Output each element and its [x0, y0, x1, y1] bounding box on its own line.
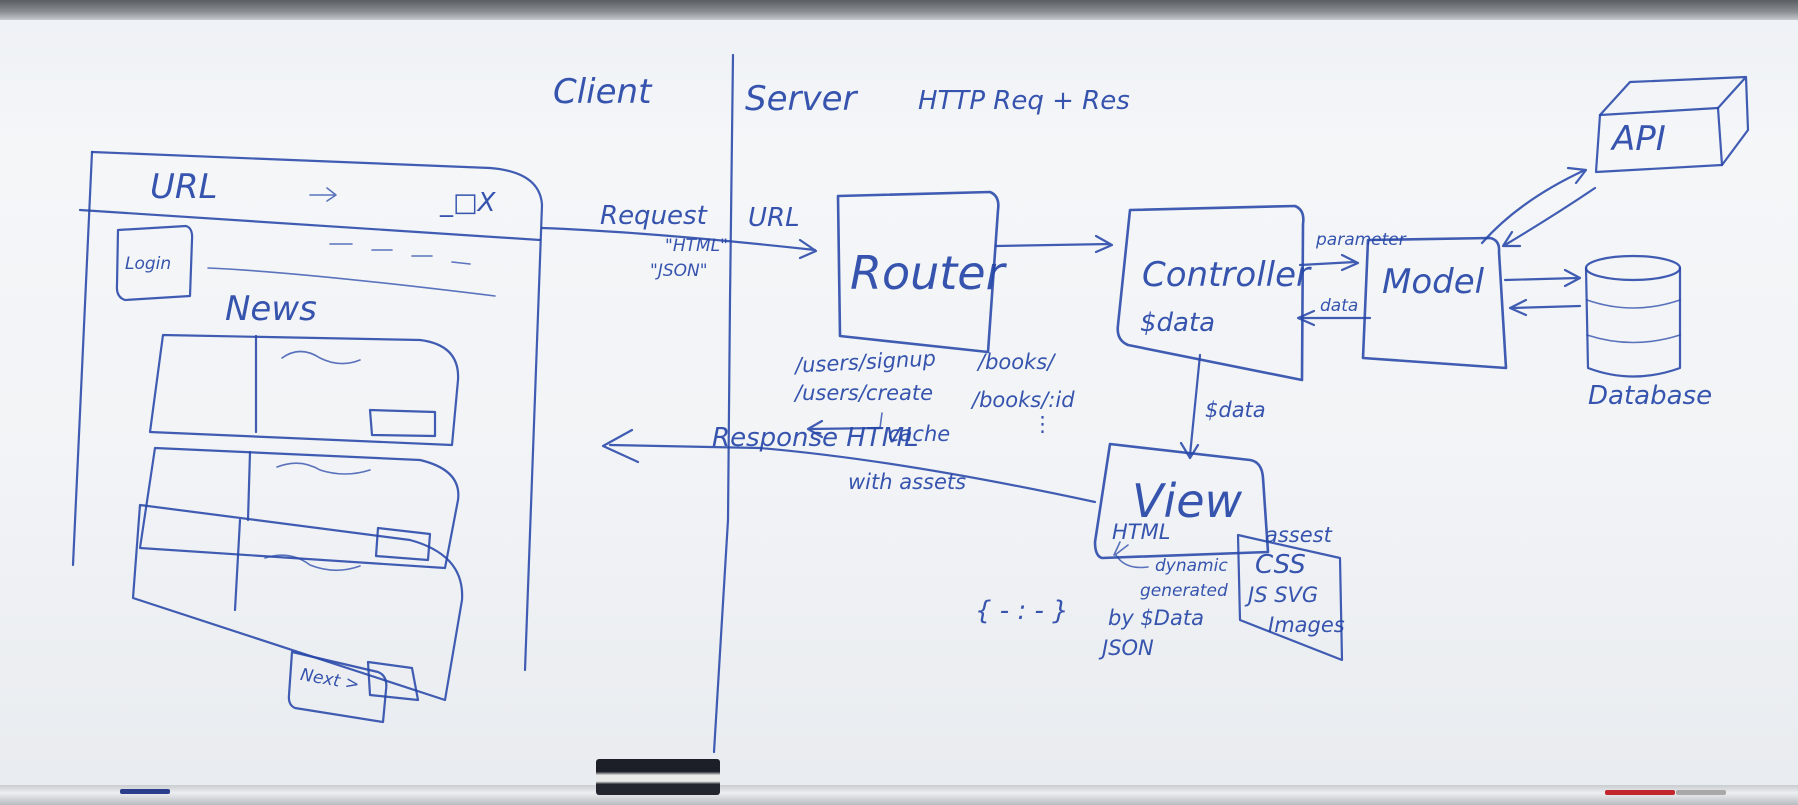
- database-label: Database: [1588, 381, 1713, 411]
- news-card-3: [131, 503, 464, 702]
- client-label: Client: [553, 72, 652, 112]
- nav-line: [207, 267, 496, 297]
- api-box-depth: [1598, 75, 1750, 167]
- controller-data-var: $data: [1140, 308, 1216, 338]
- response-arrow: [601, 428, 1097, 504]
- data-label: data: [1320, 296, 1359, 316]
- news-card-1-button: [368, 408, 437, 438]
- response-note: with assets: [848, 470, 967, 494]
- news-card-1: [148, 333, 460, 447]
- news-card-3-button: [366, 660, 420, 702]
- news-card-3-text: [264, 554, 361, 572]
- view-label: View: [1132, 474, 1243, 528]
- controller-label: Controller: [1142, 255, 1310, 295]
- request-format-json: "JSON": [650, 261, 708, 281]
- asset-css: CSS: [1255, 550, 1306, 580]
- grey-marker[interactable]: [1676, 790, 1726, 795]
- controller-box: [1116, 204, 1305, 382]
- assets-label: assest: [1265, 523, 1332, 547]
- browser-url-label: URL: [150, 167, 218, 207]
- cache-label: cache: [888, 422, 951, 446]
- database-ring-2: [1586, 334, 1681, 344]
- parameter-label: parameter: [1316, 230, 1406, 250]
- header-dash-line: [329, 243, 471, 265]
- api-label: API: [1612, 119, 1666, 159]
- asset-js-svg: JS SVG: [1248, 583, 1319, 607]
- assets-box: [1236, 533, 1344, 662]
- route-books-id: /books/:id: [972, 388, 1075, 412]
- view-box: [1093, 442, 1270, 560]
- controller-to-model-arrow: [1298, 253, 1360, 272]
- request-format-html: "HTML": [665, 236, 728, 256]
- view-json-note: JSON: [1102, 636, 1154, 660]
- server-label: Server: [745, 79, 857, 119]
- cache-arrow: [806, 419, 882, 439]
- database-body: [1584, 266, 1682, 378]
- view-html-label: HTML: [1112, 520, 1171, 544]
- routes-ellipsis: ⋮: [1032, 412, 1053, 436]
- controller-to-view-arrow: [1179, 353, 1202, 460]
- route-books: /books/: [978, 350, 1055, 374]
- model-box: [1361, 236, 1508, 370]
- model-to-controller-arrow: [1296, 309, 1372, 327]
- database-top: [1584, 254, 1682, 282]
- router-label: Router: [850, 246, 1005, 300]
- route-users-create: /users/create: [795, 381, 934, 405]
- http-req-res-label: HTTP Req + Res: [918, 86, 1130, 116]
- response-label: Response HTML: [712, 423, 919, 453]
- news-card-2-divider: [246, 450, 252, 522]
- login-button-box: [115, 224, 194, 302]
- model-to-api-arrow: [1480, 166, 1588, 245]
- browser-url-bar-divider: [78, 208, 542, 242]
- request-label: Request: [600, 201, 707, 231]
- red-marker[interactable]: [1605, 790, 1675, 795]
- cache-line: [879, 412, 883, 429]
- model-to-db-arrow: [1503, 268, 1582, 288]
- news-card-2-text: [276, 462, 371, 475]
- controller-to-view-data-label: $data: [1205, 398, 1266, 422]
- news-card-2-button: [374, 526, 432, 562]
- router-to-controller-arrow: [994, 234, 1114, 254]
- browser-left-edge: [71, 150, 94, 567]
- view-dynamic-note-2: generated: [1140, 581, 1228, 601]
- request-url-label: URL: [748, 203, 800, 233]
- client-server-divider: [712, 53, 735, 754]
- blue-marker[interactable]: [120, 789, 170, 794]
- browser-window-controls[interactable]: _□X: [440, 188, 496, 218]
- api-to-model-arrow: [1501, 186, 1597, 248]
- model-label: Model: [1382, 262, 1485, 302]
- eraser[interactable]: [596, 759, 720, 795]
- news-card-3-divider: [233, 518, 242, 612]
- view-dynamic-note-1: dynamic: [1155, 556, 1228, 576]
- asset-images: Images: [1268, 613, 1345, 637]
- db-to-model-arrow: [1508, 298, 1582, 317]
- browser-window-outline: [90, 150, 544, 672]
- request-arrow: [540, 226, 818, 260]
- browser-url-arrow-line: [309, 187, 337, 202]
- whiteboard-tray: [0, 785, 1798, 805]
- whiteboard-top-frame: [0, 0, 1798, 20]
- view-dynamic-note-3: by $Data: [1108, 606, 1204, 630]
- dynamic-arrow: [1113, 541, 1149, 569]
- router-box: [836, 190, 1000, 354]
- news-card-2: [138, 446, 460, 570]
- next-button-box: [287, 650, 388, 724]
- database-ring-1: [1586, 299, 1681, 309]
- news-heading: News: [225, 289, 317, 329]
- view-json-braces: { - : - }: [975, 596, 1069, 626]
- news-card-1-text: [281, 350, 361, 365]
- login-button[interactable]: Login: [125, 254, 172, 274]
